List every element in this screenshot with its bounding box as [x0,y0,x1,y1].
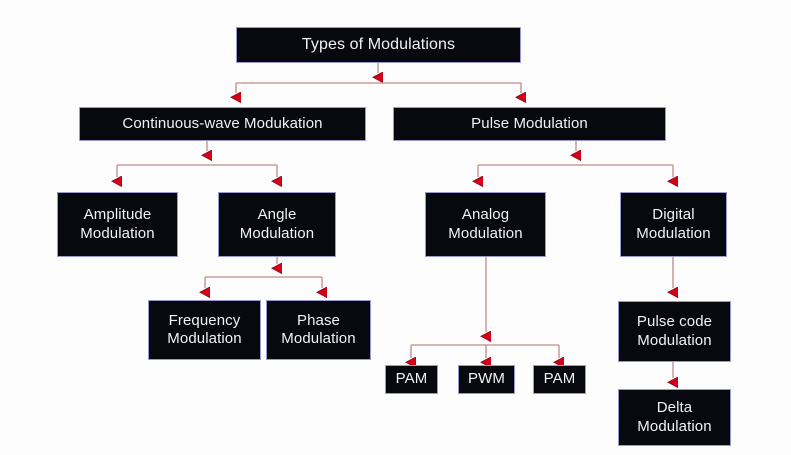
node-label-line1: Frequency [168,311,241,329]
node-label-line1: Angle [257,206,297,224]
node-continuous-wave-modulation[interactable]: Continuous-wave Modukation [79,107,366,141]
node-label-line1: Digital [652,206,695,224]
node-label-line1: Pulse code [636,313,713,331]
node-label-line1: Types of Modulations [301,36,456,54]
node-label-line2: Modulation [637,331,712,349]
node-label-line1: Analog [461,206,510,224]
node-label-line2: Modulation [448,224,523,242]
node-angle-modulation[interactable]: Angle Modulation [218,192,336,257]
node-frequency-modulation[interactable]: Frequency Modulation [148,300,261,360]
node-pulse-code-modulation[interactable]: Pulse code Modulation [618,301,731,362]
node-label-line1: PAM [395,370,428,388]
node-pam-1[interactable]: PAM [385,365,438,394]
node-label-line2: Modulation [281,330,356,347]
node-label-line2: Modulation [637,417,712,435]
node-delta-modulation[interactable]: Delta Modulation [618,389,731,446]
node-label-line2: Modulation [239,224,315,242]
node-label-line2: Modulation [80,224,155,242]
node-label-line1: Amplitude [83,206,152,224]
node-label-line1: PWM [468,370,505,388]
node-pam-2[interactable]: PAM [533,365,586,394]
node-phase-modulation[interactable]: Phase Modulation [266,300,371,360]
node-label-line1: Delta [656,399,693,417]
node-label-line1: Continuous-wave Modukation [122,114,323,132]
node-types-of-modulations[interactable]: Types of Modulations [236,27,521,63]
node-label-line2: Modulation [167,330,242,347]
node-pwm[interactable]: PWM [458,365,515,394]
node-pulse-modulation[interactable]: Pulse Modulation [393,107,666,141]
node-amplitude-modulation[interactable]: Amplitude Modulation [57,192,178,257]
node-analog-modulation[interactable]: Analog Modulation [425,192,546,257]
node-digital-modulation[interactable]: Digital Modulation [620,192,727,257]
node-label-line1: Phase [296,311,341,329]
node-label-line1: Pulse Modulation [471,114,588,132]
node-label-line2: Modulation [636,224,711,242]
node-label-line1: PAM [543,370,576,388]
